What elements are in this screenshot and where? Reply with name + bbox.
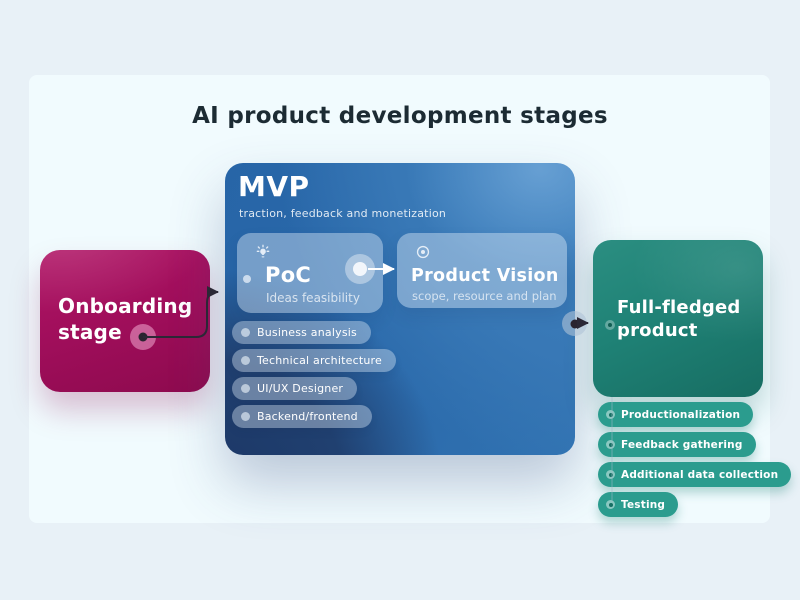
mvp-title: MVP [238,170,310,203]
ff-pill-label: Testing [621,498,666,511]
mvp-subtitle: traction, feedback and monetization [239,207,447,220]
bullet-dot-icon [606,440,615,449]
ff-pill-label: Additional data collection [621,468,779,481]
ff-pill-label: Feedback gathering [621,438,743,451]
full-fledged-pill-list: Productionalization Feedback gathering A… [598,402,792,517]
lightbulb-icon [256,244,270,258]
ff-pill-productionalization: Productionalization [598,402,754,427]
node-core [570,319,579,328]
ff-pill-feedback-gathering: Feedback gathering [598,432,756,457]
bullet-dot-icon [241,412,250,421]
poc-subtitle: Ideas feasibility [266,291,360,305]
node-core [138,332,148,342]
mvp-pill-label: UI/UX Designer [257,382,344,395]
bullet-dot-icon [241,328,250,337]
page-title: AI product development stages [192,103,608,129]
poc-bullet-dot [243,275,251,283]
product-vision-subtitle: scope, resource and plan [412,289,557,303]
bullet-dot-icon [606,470,615,479]
mvp-pill-backend-frontend: Backend/frontend [232,405,372,428]
mvp-to-product-connector-node [562,311,587,336]
node-core [353,262,367,276]
ff-pill-testing: Testing [598,492,679,517]
eye-icon [416,245,430,259]
onboarding-stage-box: Onboarding stage [40,250,210,392]
mvp-pill-uiux-designer: UI/UX Designer [232,377,358,400]
poc-connector-node [345,254,375,284]
bullet-dot-icon [606,410,615,419]
mvp-pill-list: Business analysis Technical architecture… [232,321,396,428]
ff-pill-label: Productionalization [621,408,741,421]
product-vision-title: Product Vision [411,266,559,286]
mvp-pill-label: Business analysis [257,326,357,339]
mvp-pill-business-analysis: Business analysis [232,321,371,344]
bullet-dot-icon [241,384,250,393]
full-fledged-bullet-dot [605,320,615,330]
full-fledged-product-label: Full-fledged product [617,297,741,342]
poc-title: PoC [265,263,312,287]
full-fledged-product-box: Full-fledged product [593,240,763,397]
mvp-box: MVP traction, feedback and monetization … [225,163,575,455]
product-vision-card: Product Vision scope, resource and plan [397,233,567,308]
bullet-dot-icon [606,500,615,509]
onboarding-stage-label: Onboarding stage [58,294,193,344]
bullet-dot-icon [241,356,250,365]
mvp-pill-label: Technical architecture [257,354,382,367]
onboarding-connector-node [130,324,156,350]
ff-pill-additional-data-collection: Additional data collection [598,462,792,487]
mvp-pill-technical-architecture: Technical architecture [232,349,396,372]
mvp-pill-label: Backend/frontend [257,410,358,423]
